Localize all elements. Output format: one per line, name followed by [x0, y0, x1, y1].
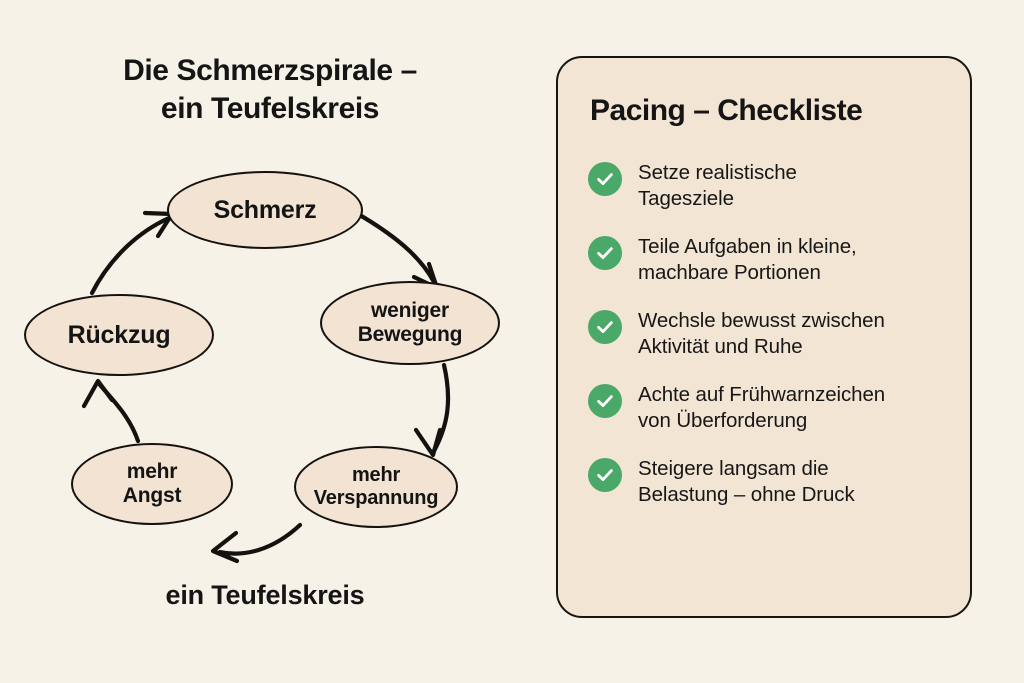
checklist-item-text: Setze realistische Tagesziele: [638, 161, 797, 211]
checklist-item: Setze realistische Tagesziele: [588, 160, 956, 213]
checklist-item: Teile Aufgaben in kleine, machbare Porti…: [588, 234, 956, 287]
checklist-item: Steigere langsam die Belastung – ohne Dr…: [588, 456, 956, 509]
checklist-item: Wechsle bewusst zwischen Aktivität und R…: [588, 308, 956, 361]
checklist: Setze realistische Tagesziele Teile Aufg…: [588, 160, 956, 508]
pacing-checklist-card: Pacing – Checkliste Setze realistische T…: [556, 56, 972, 618]
check-circle-icon: [588, 383, 622, 418]
cycle-node-label: Schmerz: [213, 195, 317, 224]
cycle-caption: ein Teufelskreis: [165, 580, 365, 610]
cycle-node-schmerz: Schmerz: [167, 171, 363, 249]
checklist-item: Achte auf Frühwarnzeichen von Überforder…: [588, 382, 956, 435]
checklist-item-text: Wechsle bewusst zwischen Aktivität und R…: [638, 308, 885, 359]
cycle-node-label: Rückzug: [67, 320, 171, 349]
cycle-diagram: Schmerz weniger Bewegung mehr Verspannun…: [24, 171, 500, 564]
arrow-verspannung-to-angst: [217, 522, 303, 556]
check-circle-icon: [588, 457, 622, 492]
check-circle-icon: [588, 162, 622, 196]
cycle-node-mehr-verspannung: mehr Verspannung: [294, 446, 458, 528]
checklist-item-text: Teile Aufgaben in kleine, machbare Porti…: [638, 234, 857, 285]
cycle-node-label: mehr Angst: [122, 459, 182, 507]
check-circle-icon: [588, 309, 622, 344]
arrow-schmerz-to-bewegung: [355, 211, 437, 285]
cycle-node-rueckzug: Rückzug: [24, 294, 214, 376]
arrow-rueckzug-to-schmerz: [89, 215, 172, 296]
card-title: Pacing – Checkliste: [590, 94, 863, 127]
cycle-node-weniger-bewegung: weniger Bewegung: [320, 281, 500, 365]
cycle-node-label: mehr Verspannung: [313, 463, 439, 509]
diagram-title: Die Schmerzspirale – ein Teufelskreis: [123, 54, 417, 126]
check-circle-icon: [588, 235, 622, 270]
cycle-node-mehr-angst: mehr Angst: [71, 443, 233, 525]
cycle-node-label: weniger Bewegung: [357, 298, 463, 346]
checklist-item-text: Achte auf Frühwarnzeichen von Überforder…: [638, 382, 886, 433]
checklist-item-text: Steigere langsam die Belastung – ohne Dr…: [638, 456, 855, 506]
